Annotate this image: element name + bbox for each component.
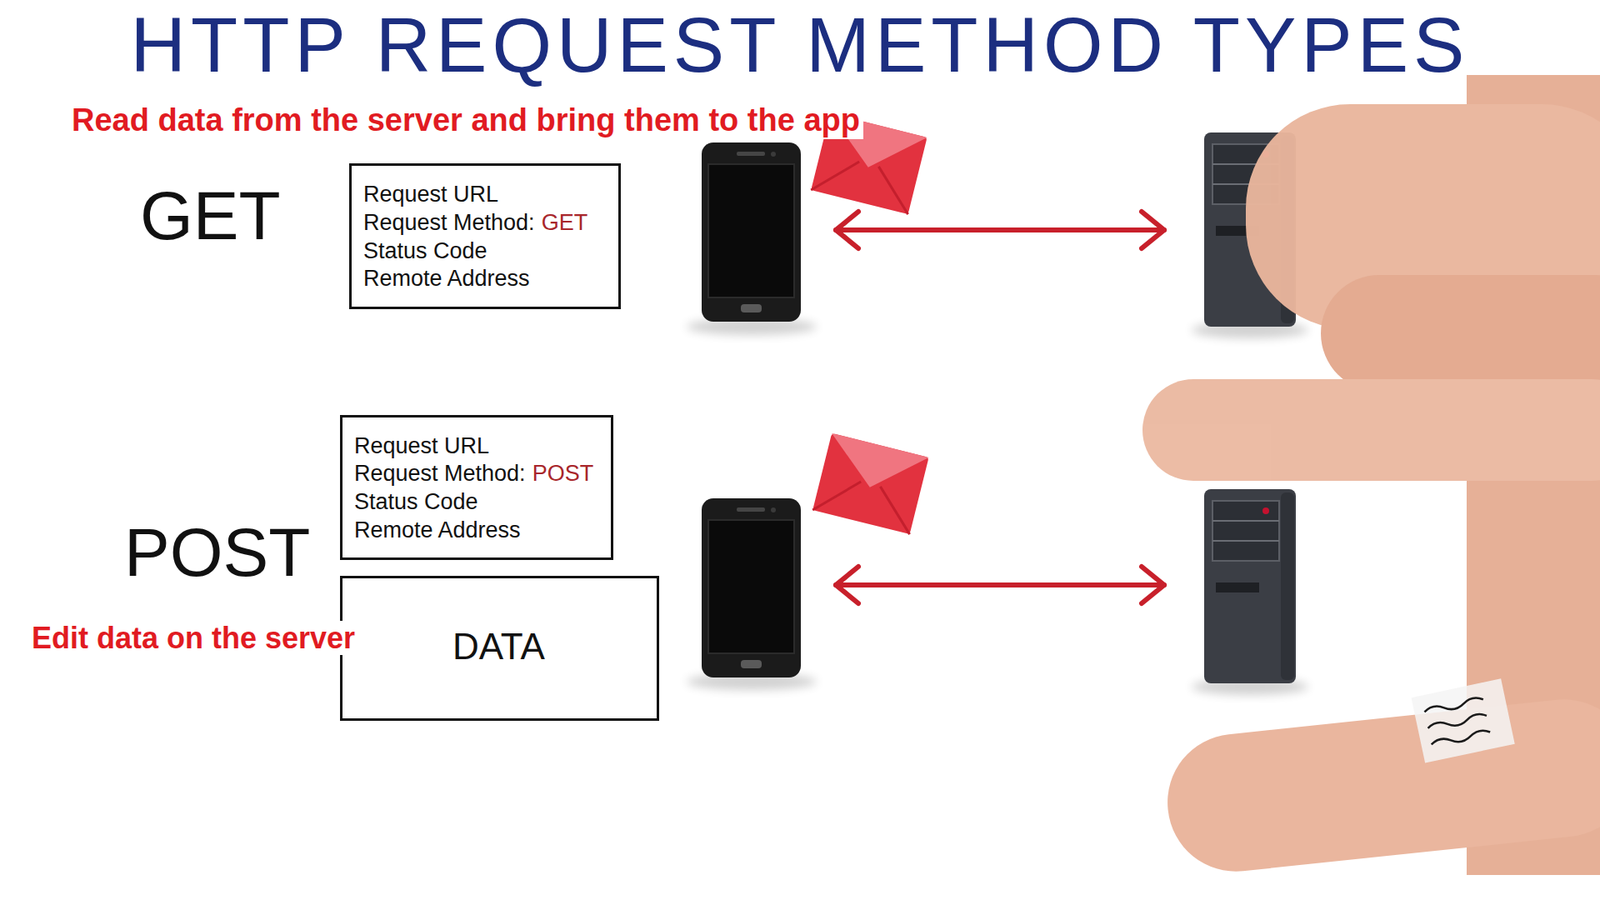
server-icon bbox=[1204, 489, 1296, 684]
annotation-note: Read data from the server and bring them… bbox=[68, 102, 864, 140]
field-text: Request Method: bbox=[363, 210, 535, 235]
field-text: Request URL bbox=[354, 433, 490, 459]
method-name: POST bbox=[124, 518, 310, 587]
field-text: DATA bbox=[452, 625, 545, 667]
field-text: Request Method: bbox=[354, 460, 526, 486]
field-text: Remote Address bbox=[363, 265, 530, 291]
field-text: Status Code bbox=[354, 489, 479, 515]
field-text: Status Code bbox=[363, 238, 488, 264]
field-text: Request URL bbox=[363, 181, 499, 207]
header-box: Request URLRequest Method:POST Status Cod… bbox=[340, 415, 614, 560]
phone-icon bbox=[701, 142, 801, 322]
diagram-title: HTTP REQUEST METHOD TYPES bbox=[0, 6, 1600, 84]
double-arrow bbox=[835, 211, 1165, 249]
header-box: Request URL Request Method:GET Status Code… bbox=[349, 163, 621, 310]
envelope-icon bbox=[812, 433, 929, 535]
method-value: POST bbox=[532, 460, 595, 486]
phone-icon bbox=[701, 498, 801, 678]
data-box: DATA bbox=[340, 575, 660, 721]
hand-illustration bbox=[1142, 75, 1600, 879]
method-value: GET bbox=[541, 210, 589, 235]
annotation-note: Edit data on the server bbox=[28, 620, 359, 655]
method-name: GET bbox=[140, 181, 281, 250]
field-text: Remote Address bbox=[354, 517, 521, 543]
double-arrow bbox=[835, 566, 1165, 604]
